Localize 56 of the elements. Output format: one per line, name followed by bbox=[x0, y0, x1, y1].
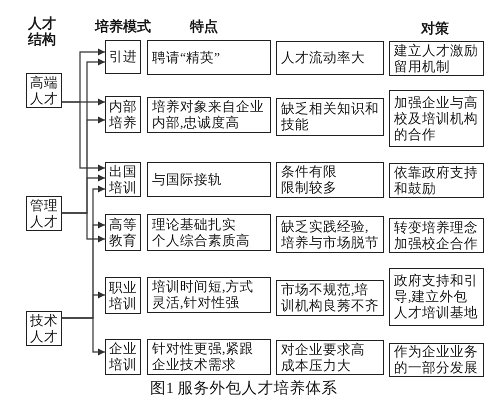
feature-box bbox=[147, 40, 271, 75]
column-header: 人才结构 bbox=[28, 17, 57, 49]
feature-text: 针对性更强,紧跟企业技术需求 bbox=[152, 341, 254, 373]
column-header: 培养模式 bbox=[95, 20, 151, 36]
connector-arrow bbox=[62, 317, 105, 356]
measure-text: 政府支持和引导,建立外包人才培训基地 bbox=[394, 273, 479, 321]
mode-label: 引进 bbox=[109, 49, 137, 65]
mode-label: 内部培养 bbox=[108, 98, 138, 130]
feature-box bbox=[147, 339, 271, 375]
mode-label: 出国培训 bbox=[108, 164, 138, 196]
feature-text: 培养对象来自企业内部,忠诚度高 bbox=[152, 99, 265, 131]
feature-box bbox=[147, 97, 271, 133]
feature-text: 与国际接轨 bbox=[152, 172, 222, 188]
category-label: 技术人才 bbox=[29, 312, 59, 344]
connector-arrow bbox=[62, 212, 105, 242]
problem-box bbox=[276, 162, 384, 198]
feature-box bbox=[147, 162, 271, 197]
measure-text: 加强企业与高校及培训机构的合作 bbox=[394, 94, 479, 142]
feature-text: 聘请“精英” bbox=[152, 50, 220, 66]
measure-text: 依靠政府支持和鼓励 bbox=[394, 164, 479, 196]
feature-text: 理论基础扎实 bbox=[152, 216, 236, 232]
problem-text: 缺乏实践经验,培养与市场脱节 bbox=[281, 218, 379, 250]
training-mode-box bbox=[105, 40, 141, 74]
connector-arrow bbox=[62, 101, 105, 172]
problem-text: 人才流动率大 bbox=[281, 50, 365, 66]
measure-text: 作为企业业务的一部分发展 bbox=[394, 344, 479, 376]
column-header: 对策 bbox=[421, 22, 449, 38]
problem-text: 缺乏相关知识和技能 bbox=[281, 101, 379, 133]
problem-box bbox=[276, 280, 384, 316]
feature-text: 个人综合素质高 bbox=[152, 232, 250, 248]
problem-box bbox=[276, 216, 384, 253]
column-header: 特点 bbox=[190, 20, 218, 36]
measure-text: 建立人才激励留用机制 bbox=[394, 42, 479, 74]
measure-text: 加强校企合作 bbox=[394, 236, 478, 252]
problem-text: 市场不规范,培训机构良莠不齐 bbox=[281, 282, 379, 314]
measure-box bbox=[389, 218, 484, 253]
measure-box bbox=[389, 163, 484, 198]
problem-box bbox=[276, 41, 384, 75]
measure-box bbox=[389, 41, 484, 76]
feature-box bbox=[147, 214, 271, 251]
problem-box bbox=[276, 340, 384, 375]
feature-text: 培训时间短,方式灵活,针对性强 bbox=[152, 279, 254, 311]
mode-label: 职业培训 bbox=[108, 280, 138, 312]
feature-box bbox=[147, 277, 271, 313]
mode-label: 高等教育 bbox=[108, 216, 138, 248]
problem-text: 对企业要求高 bbox=[281, 342, 365, 358]
category-label: 高端人才 bbox=[29, 74, 59, 106]
problem-text: 条件有限 bbox=[281, 164, 337, 180]
category-label: 管理人才 bbox=[29, 198, 59, 230]
problem-text: 成本压力大 bbox=[281, 358, 351, 374]
figure-caption: 图1 服务外包人才培养体系 bbox=[150, 380, 338, 398]
measure-box bbox=[389, 343, 484, 377]
problem-text: 限制较多 bbox=[281, 180, 337, 196]
measure-text: 转变培养理念 bbox=[394, 220, 478, 236]
problem-box bbox=[276, 98, 384, 136]
mode-label: 企业培训 bbox=[108, 341, 138, 373]
